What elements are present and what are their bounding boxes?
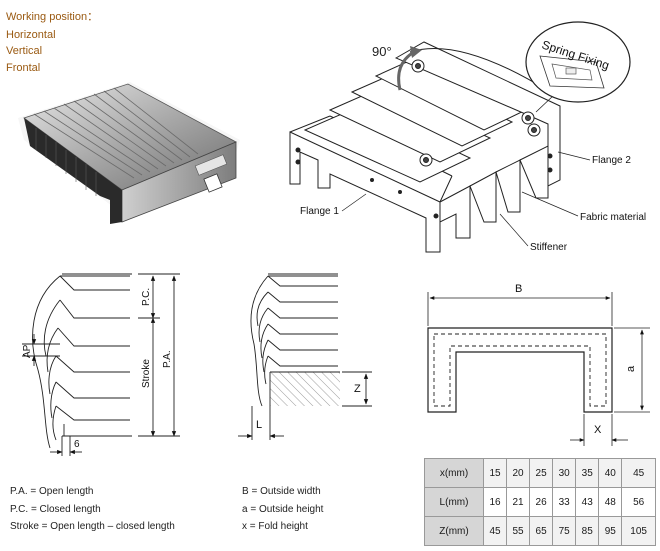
stroke-profile-drawing bbox=[22, 273, 180, 456]
table-row: Z(mm) 45 55 65 75 85 95 105 bbox=[424, 516, 656, 546]
table-row: L(mm) 16 21 26 33 43 48 56 bbox=[424, 487, 656, 517]
table-cell: 21 bbox=[506, 487, 531, 517]
bellow-cover-photo bbox=[18, 82, 240, 224]
cross-section-drawing bbox=[427, 292, 650, 446]
table-cell: 65 bbox=[529, 516, 554, 546]
exploded-assembly-drawing bbox=[289, 41, 561, 253]
six-mm-label: 6 bbox=[74, 439, 80, 450]
working-position-vertical: Vertical bbox=[6, 45, 43, 57]
table-cell: 56 bbox=[621, 487, 656, 517]
legend-pa: P.A. = Open length bbox=[10, 486, 94, 497]
table-cell: 45 bbox=[482, 516, 508, 546]
ap-label: AP bbox=[22, 344, 33, 358]
row-header: x(mm) bbox=[424, 458, 484, 488]
legend-b: B = Outside width bbox=[242, 486, 321, 497]
spec-table: x(mm) 15 20 25 30 35 40 45 L(mm) 16 21 2… bbox=[424, 458, 656, 546]
fabric-material-label: Fabric material bbox=[580, 212, 646, 223]
table-cell: 25 bbox=[529, 458, 554, 488]
a-label: a bbox=[625, 365, 637, 372]
flange1-label: Flange 1 bbox=[300, 206, 339, 217]
table-cell: 48 bbox=[598, 487, 623, 517]
compressed-profile-drawing bbox=[238, 273, 372, 440]
table-cell: 43 bbox=[575, 487, 600, 517]
pc-label: P.C. bbox=[141, 288, 152, 306]
table-cell: 26 bbox=[529, 487, 554, 517]
table-cell: 40 bbox=[598, 458, 623, 488]
legend-stroke: Stroke = Open length – closed length bbox=[10, 521, 175, 532]
table-cell: 16 bbox=[482, 487, 508, 517]
stiffener-label: Stiffener bbox=[530, 242, 568, 253]
table-cell: 35 bbox=[575, 458, 600, 488]
row-header: L(mm) bbox=[424, 487, 484, 517]
z-label: Z bbox=[354, 383, 361, 395]
spring-fixing-callout bbox=[525, 21, 631, 113]
table-cell: 75 bbox=[552, 516, 577, 546]
table-cell: 30 bbox=[552, 458, 577, 488]
table-row: x(mm) 15 20 25 30 35 40 45 bbox=[424, 458, 656, 488]
pa-label: P.A. bbox=[162, 350, 173, 368]
row-header: Z(mm) bbox=[424, 516, 484, 546]
b-label: B bbox=[515, 283, 522, 295]
flange2-label: Flange 2 bbox=[592, 155, 631, 166]
legend-pc: P.C. = Closed length bbox=[10, 504, 101, 515]
l-label: L bbox=[256, 419, 262, 431]
working-position-horizontal: Horizontal bbox=[6, 29, 56, 41]
table-cell: 33 bbox=[552, 487, 577, 517]
working-position-frontal: Frontal bbox=[6, 62, 41, 74]
rotation-angle-label: 90° bbox=[372, 44, 392, 59]
x-label: X bbox=[594, 424, 602, 436]
table-cell: 95 bbox=[598, 516, 623, 546]
working-position-title: Working position： bbox=[6, 11, 99, 23]
table-cell: 105 bbox=[621, 516, 656, 546]
legend-x: x = Fold height bbox=[242, 521, 308, 532]
table-cell: 15 bbox=[482, 458, 508, 488]
legend-a: a = Outside height bbox=[242, 504, 324, 515]
table-cell: 45 bbox=[621, 458, 656, 488]
table-cell: 55 bbox=[506, 516, 531, 546]
stroke-label: Stroke bbox=[141, 359, 152, 388]
table-cell: 20 bbox=[506, 458, 531, 488]
table-cell: 85 bbox=[575, 516, 600, 546]
